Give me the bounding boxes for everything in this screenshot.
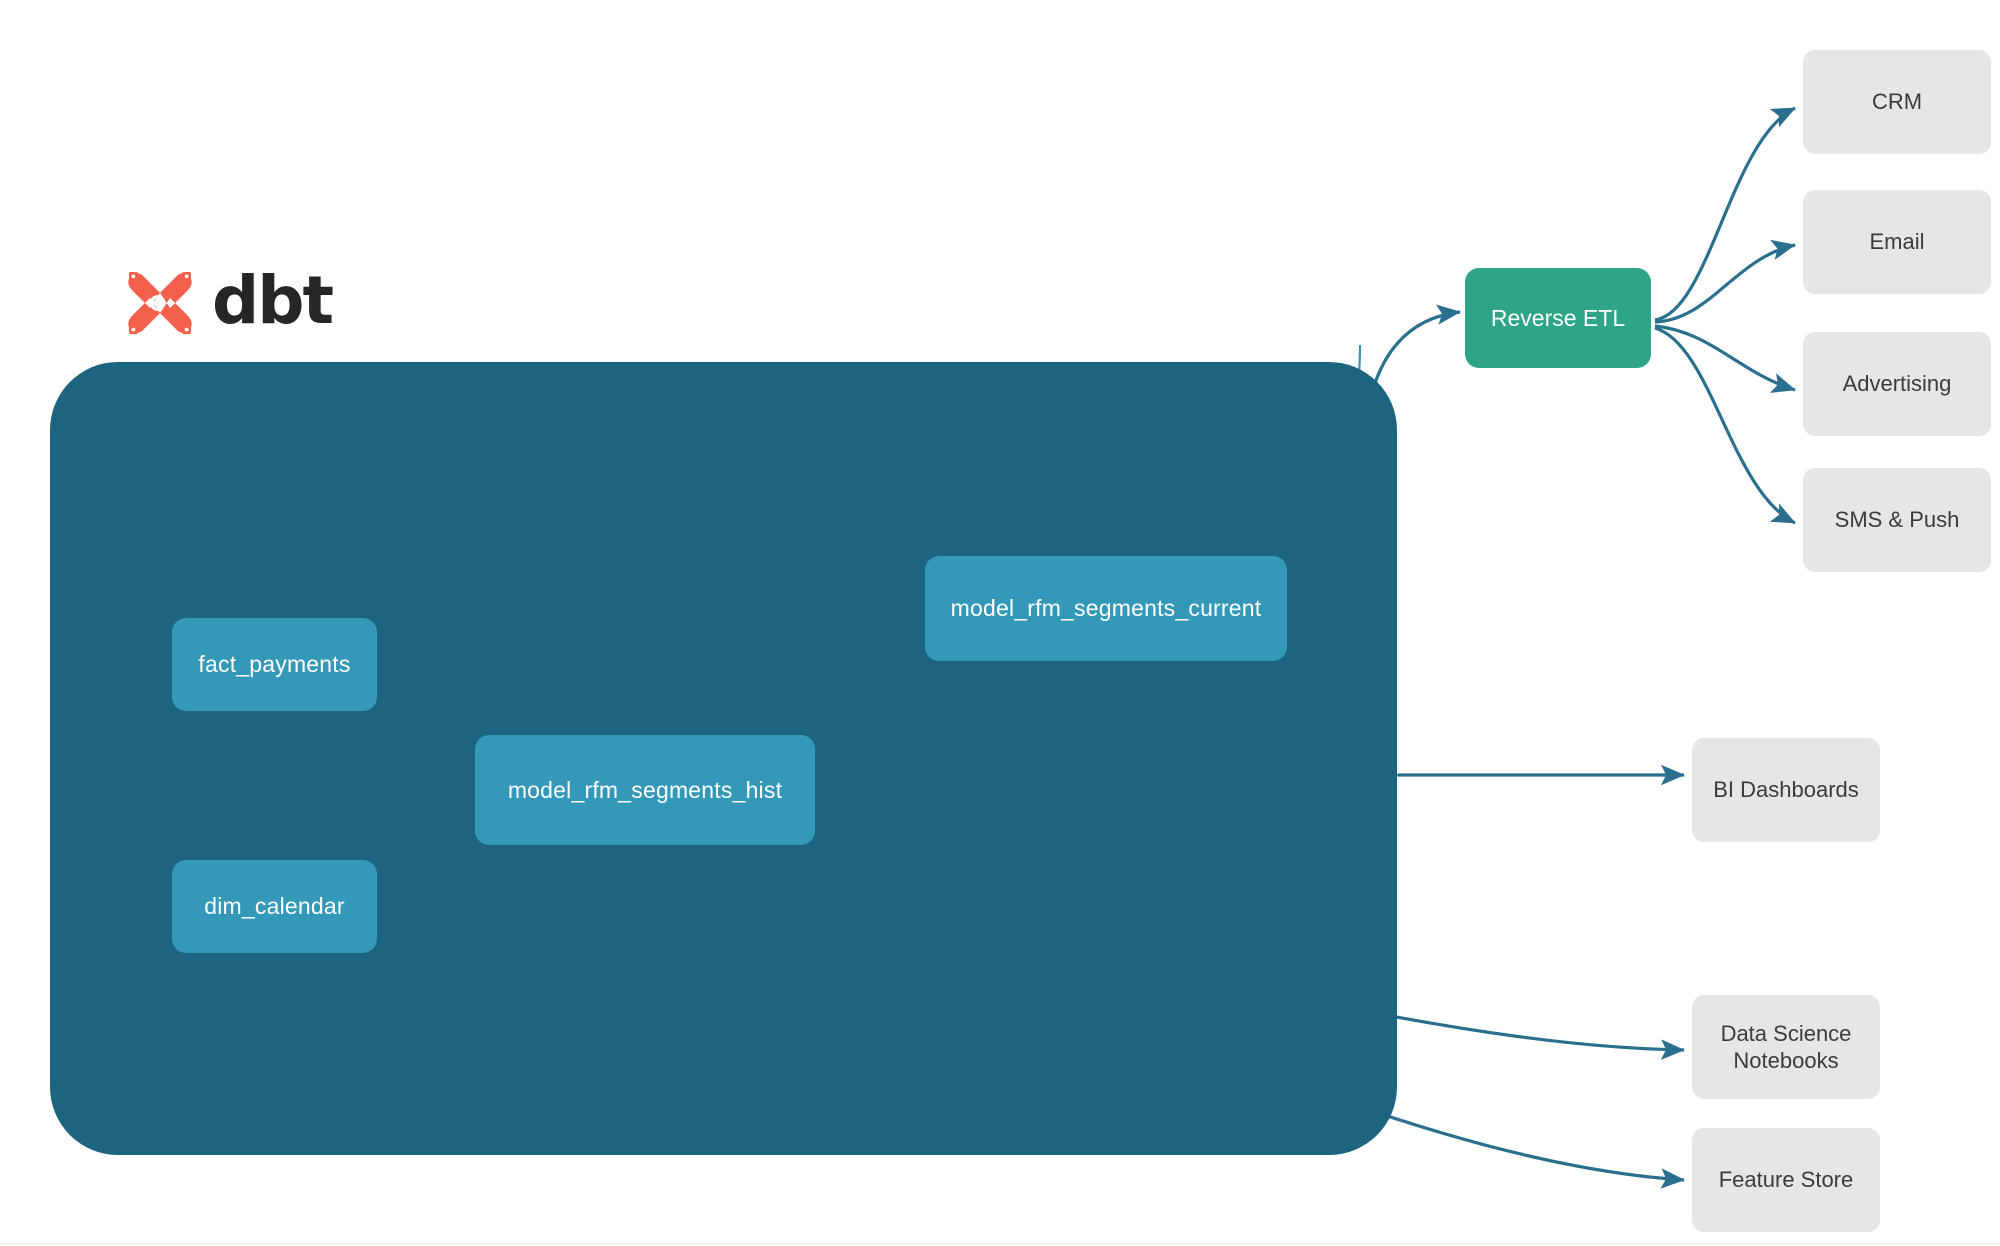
destination-node-email[interactable]: Email [1803, 190, 1991, 294]
consumer-node-feature-store[interactable]: Feature Store [1692, 1128, 1880, 1232]
consumer-node-bi-dashboards[interactable]: BI Dashboards [1692, 738, 1880, 842]
destination-node-advertising[interactable]: Advertising [1803, 332, 1991, 436]
dbt-wordmark: dbt [212, 262, 334, 339]
edge-reverse-etl-to-sms-push [1654, 326, 1796, 525]
model-node-model-rfm-segments-current[interactable]: model_rfm_segments_current [925, 556, 1287, 661]
model-node-dim-calendar[interactable]: dim_calendar [172, 860, 377, 953]
consumer-node-data-science-notebooks[interactable]: Data Science Notebooks [1692, 995, 1880, 1099]
edge-reverse-etl-to-email [1654, 239, 1796, 324]
destination-node-crm[interactable]: CRM [1803, 50, 1991, 154]
destination-node-sms-push[interactable]: SMS & Push [1803, 468, 1991, 572]
edge-reverse-etl-to-crm [1654, 106, 1796, 322]
bottom-divider [0, 1243, 2000, 1245]
edge-reverse-etl-to-advertising [1654, 324, 1796, 393]
model-node-model-rfm-segments-hist[interactable]: model_rfm_segments_hist [475, 735, 815, 845]
model-node-fact-payments[interactable]: fact_payments [172, 618, 377, 711]
reverse-etl-node[interactable]: Reverse ETL [1465, 268, 1651, 368]
dbt-x-logo-icon [128, 272, 192, 334]
dbt-logo: dbt [124, 258, 334, 348]
